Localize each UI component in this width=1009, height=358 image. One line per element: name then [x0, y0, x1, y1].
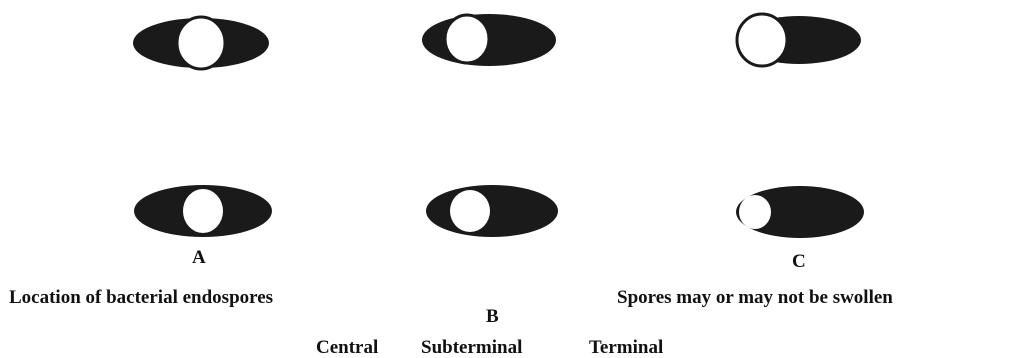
spore — [739, 195, 771, 229]
upper-row — [133, 14, 861, 69]
caption-swollen: Spores may or may not be swollen — [617, 288, 893, 307]
spore — [445, 15, 489, 63]
cell-terminal — [736, 186, 864, 238]
spore — [450, 190, 490, 232]
spore — [737, 14, 787, 66]
cell-central-swollen — [133, 17, 269, 69]
cell-central — [134, 185, 272, 237]
lower-row — [134, 185, 864, 238]
label-a: A — [192, 248, 206, 267]
label-b: B — [486, 307, 499, 326]
spore — [183, 189, 223, 233]
spore — [177, 17, 225, 69]
spore-type-central: Central — [316, 338, 378, 357]
spore-type-subterminal: Subterminal — [421, 338, 522, 357]
label-c: C — [792, 252, 806, 271]
cell-subterminal — [426, 185, 558, 237]
cell-body — [426, 185, 558, 237]
cell-subterminal-swollen — [422, 14, 556, 66]
spore-type-terminal: Terminal — [589, 338, 663, 357]
caption-location: Location of bacterial endospores — [9, 288, 273, 307]
cell-terminal-swollen — [737, 14, 861, 66]
